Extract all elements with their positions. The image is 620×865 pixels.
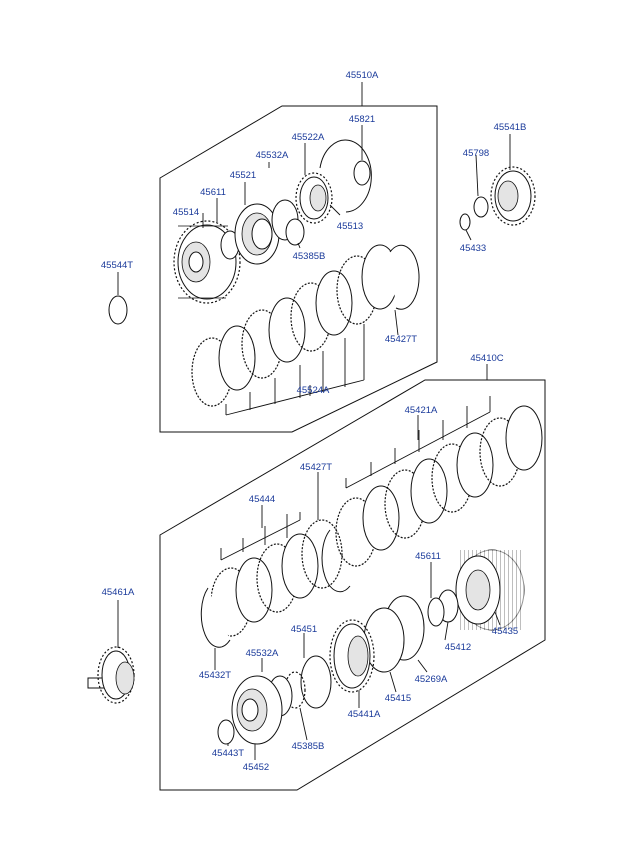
label-45544T: 45544T bbox=[101, 260, 133, 271]
upper-assembly bbox=[159, 105, 438, 433]
label-45269A: 45269A bbox=[415, 674, 448, 685]
label-45443T: 45443T bbox=[212, 748, 244, 759]
label-45421A: 45421A bbox=[405, 405, 438, 416]
label-45432T: 45432T bbox=[199, 670, 231, 681]
label-45541B: 45541B bbox=[494, 122, 527, 133]
label-45435: 45435 bbox=[492, 626, 518, 637]
part-45513-snap-ring[interactable] bbox=[319, 139, 372, 213]
label-45798: 45798 bbox=[463, 148, 489, 159]
label-45451: 45451 bbox=[291, 624, 317, 635]
part-45522A-gear[interactable] bbox=[295, 172, 333, 224]
part-45435-drum[interactable] bbox=[455, 549, 525, 631]
label-45532A-upper: 45532A bbox=[256, 150, 289, 161]
label-45452: 45452 bbox=[243, 762, 269, 773]
label-45514: 45514 bbox=[173, 207, 199, 218]
part-45432T-snap-ring[interactable] bbox=[200, 587, 231, 648]
part-45451-hub[interactable] bbox=[300, 655, 332, 709]
part-labels: 45510A 45821 45522A 45532A 45521 45611 4… bbox=[101, 70, 527, 773]
label-45461A: 45461A bbox=[102, 587, 135, 598]
label-45427T-upper: 45427T bbox=[385, 334, 417, 345]
part-45427T-upper-snap-ring[interactable] bbox=[389, 244, 420, 310]
part-45821-ring[interactable] bbox=[353, 160, 371, 186]
label-45441A: 45441A bbox=[348, 709, 381, 720]
label-45433: 45433 bbox=[460, 243, 486, 254]
part-45524A-clutch-plates[interactable] bbox=[191, 244, 399, 407]
label-45415: 45415 bbox=[385, 693, 411, 704]
label-45611-lower: 45611 bbox=[415, 551, 441, 562]
part-45443T-ring[interactable] bbox=[217, 719, 235, 745]
part-45798-ring[interactable] bbox=[473, 196, 489, 218]
lower-assembly-outline bbox=[159, 379, 546, 791]
part-45441A-gear[interactable] bbox=[329, 619, 375, 693]
label-45412: 45412 bbox=[445, 642, 471, 653]
part-45385B-upper[interactable] bbox=[285, 218, 305, 246]
label-45522A-upper: 45522A bbox=[292, 132, 325, 143]
part-45461A-shaft-gear[interactable] bbox=[87, 646, 135, 704]
part-45544T-ring[interactable] bbox=[108, 295, 128, 325]
label-45385B-upper: 45385B bbox=[293, 251, 326, 262]
upper-assembly-outline bbox=[159, 105, 438, 433]
part-45452-hub[interactable] bbox=[231, 675, 283, 745]
part-45444-clutch-plates[interactable] bbox=[210, 519, 343, 637]
leader-lines bbox=[117, 82, 511, 760]
part-45427T-lower-snap-ring[interactable] bbox=[321, 529, 351, 593]
part-45521-drum[interactable] bbox=[234, 203, 280, 265]
part-45541B-gear[interactable] bbox=[490, 166, 536, 226]
part-45421A-clutch-plates[interactable] bbox=[335, 405, 543, 567]
part-45433-ring[interactable] bbox=[459, 213, 471, 231]
label-45427T-lower: 45427T bbox=[300, 462, 332, 473]
label-45524A: 45524A bbox=[297, 385, 330, 396]
label-45410C: 45410C bbox=[470, 353, 503, 364]
label-45513: 45513 bbox=[337, 221, 363, 232]
part-45611-lower-ring[interactable] bbox=[427, 597, 445, 627]
label-45510A: 45510A bbox=[346, 70, 379, 81]
label-45385B-lower: 45385B bbox=[292, 741, 325, 752]
label-45532A-lower: 45532A bbox=[246, 648, 279, 659]
label-45821: 45821 bbox=[349, 114, 375, 125]
label-45521: 45521 bbox=[230, 170, 256, 181]
lower-assembly bbox=[159, 379, 546, 791]
label-45611-upper: 45611 bbox=[200, 187, 226, 198]
label-45444: 45444 bbox=[249, 494, 275, 505]
